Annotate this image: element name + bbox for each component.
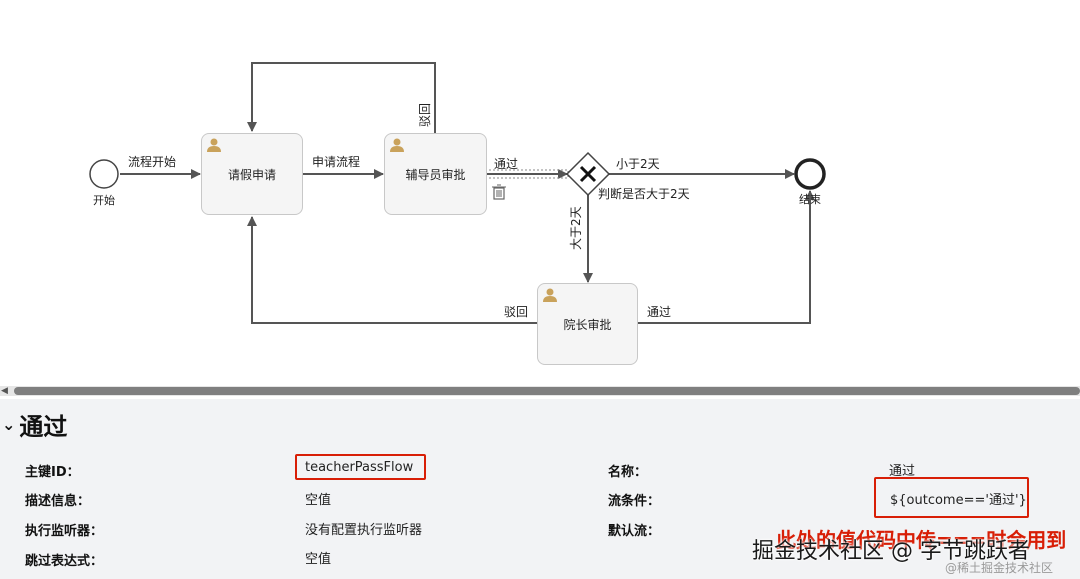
prop-label-condition: 流条件： bbox=[608, 494, 661, 509]
bpmn-canvas[interactable]: 开始 结束 请假申请 辅导员审批 院长审批 流程开始 申请流程 通过 驳回 小于… bbox=[0, 0, 1080, 385]
task-counselor-label: 辅导员审批 bbox=[405, 167, 466, 182]
task-apply[interactable]: 请假申请 bbox=[201, 133, 303, 215]
prop-label-skip-expression: 跳过表达式： bbox=[25, 554, 104, 569]
flow-dean-to-end bbox=[638, 190, 815, 324]
highlight-box-condition bbox=[874, 477, 1029, 518]
properties-panel: ⌄ 通过 主键ID： teacherPassFlow 描述信息： 空值 执行监听… bbox=[0, 399, 1080, 579]
flow-label-dean-pass: 通过 bbox=[647, 305, 672, 319]
flow-counselor-reject bbox=[247, 62, 436, 133]
annotation-note: 此处的值代码中传===时会用到 bbox=[776, 528, 1067, 552]
prop-label-listeners: 执行监听器： bbox=[25, 524, 104, 539]
scroll-left-icon[interactable]: ◀ bbox=[1, 386, 8, 396]
prop-value-id[interactable]: teacherPassFlow bbox=[305, 460, 414, 475]
trash-icon bbox=[492, 184, 506, 200]
prop-label-name: 名称： bbox=[608, 465, 648, 480]
task-dean-label: 院长审批 bbox=[563, 317, 612, 332]
end-event bbox=[794, 158, 826, 190]
scrollbar-thumb[interactable] bbox=[14, 387, 1080, 395]
flow-lines bbox=[89, 62, 826, 324]
task-apply-label: 请假申请 bbox=[227, 167, 276, 182]
watermark-main: 掘金技术社区 @ 字节跳跃者 bbox=[752, 539, 1030, 564]
user-task-icon bbox=[390, 138, 404, 152]
user-task-icon bbox=[207, 138, 221, 152]
prop-value-skip-expression[interactable]: 空值 bbox=[305, 552, 332, 567]
flow-label-dean-reject: 驳回 bbox=[504, 305, 529, 319]
prop-value-name[interactable]: 通过 bbox=[889, 464, 916, 479]
flow-label-start: 流程开始 bbox=[128, 155, 177, 169]
task-counselor[interactable]: 辅导员审批 bbox=[384, 133, 487, 215]
start-event bbox=[89, 159, 119, 189]
flow-label-counselor-reject: 驳回 bbox=[418, 102, 432, 127]
section-title: 通过 bbox=[19, 413, 68, 441]
exclusive-gateway-icon bbox=[565, 151, 611, 197]
flow-label-less-than-2: 小于2天 bbox=[616, 157, 660, 171]
chevron-down-icon[interactable]: ⌄ bbox=[2, 415, 16, 434]
end-label: 结束 bbox=[799, 193, 821, 206]
prop-label-description: 描述信息： bbox=[25, 494, 91, 509]
flow-dean-reject bbox=[247, 216, 537, 324]
flow-label-greater-than-2: 大于2天 bbox=[569, 206, 583, 250]
prop-value-listeners[interactable]: 没有配置执行监听器 bbox=[305, 523, 423, 538]
flow-label-counselor-pass[interactable]: 通过 bbox=[494, 157, 519, 171]
watermark-sub: @稀土掘金技术社区 bbox=[945, 561, 1054, 575]
section-header[interactable]: ⌄ 通过 bbox=[2, 407, 67, 442]
horizontal-scrollbar[interactable]: ◀ bbox=[0, 386, 1080, 396]
user-task-icon bbox=[543, 288, 557, 302]
gateway-name-label: 判断是否大于2天 bbox=[598, 187, 690, 201]
task-dean[interactable]: 院长审批 bbox=[537, 283, 638, 365]
start-label: 开始 bbox=[93, 194, 115, 207]
prop-label-default-flow: 默认流： bbox=[608, 524, 661, 539]
highlight-box-id bbox=[295, 454, 426, 480]
flow-label-apply: 申请流程 bbox=[312, 155, 361, 169]
prop-value-condition[interactable]: ${outcome=='通过'} bbox=[890, 493, 1027, 508]
prop-label-id: 主键ID： bbox=[25, 465, 80, 480]
prop-value-description[interactable]: 空值 bbox=[305, 493, 332, 508]
